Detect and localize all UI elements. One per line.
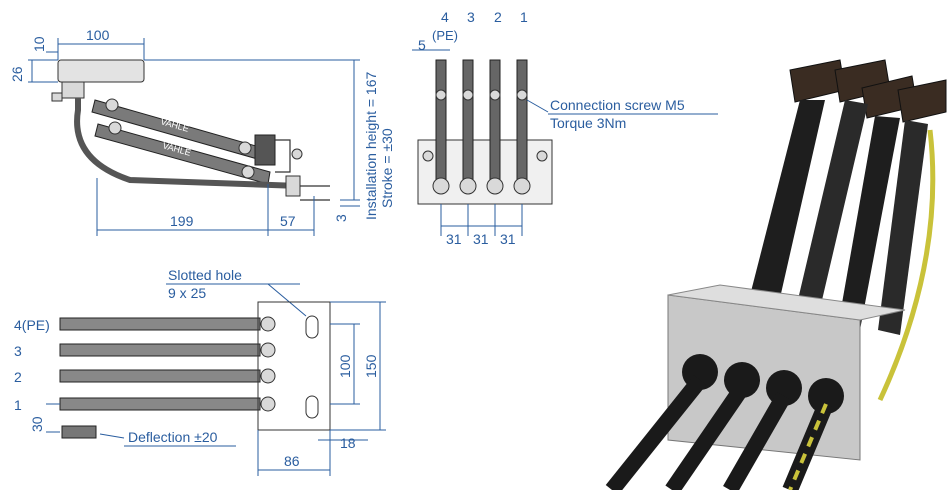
arm-row-3 — [59, 343, 261, 357]
top-view: Slotted hole 9 x 25 4(PE) 3 2 1 Deflecti… — [14, 267, 386, 476]
side-view: VAHLE VAHLE 100 10 26 199 — [9, 27, 395, 236]
spacing-1: 31 — [446, 231, 462, 247]
slotted-hole-label: Slotted hole — [168, 267, 242, 283]
slotted-hole-bottom — [305, 395, 319, 419]
photo-cable-1 — [605, 375, 707, 495]
mounting-plate — [57, 59, 145, 83]
photo-cable-2 — [665, 383, 749, 495]
spacing-3: 31 — [500, 231, 516, 247]
dim-57: 57 — [280, 213, 296, 229]
pole-number-4: 4 — [441, 9, 449, 25]
slotted-hole-size: 9 x 25 — [168, 285, 206, 301]
pole-group — [432, 59, 531, 195]
pivot-1 — [105, 98, 119, 112]
dim-10: 10 — [31, 36, 47, 52]
row-label-1: 1 — [14, 397, 22, 413]
dim-3: 3 — [333, 214, 349, 222]
photo-arm-4 — [878, 120, 928, 335]
head-bolt — [291, 148, 303, 160]
product-photo — [605, 59, 947, 495]
deflection-piece — [61, 425, 97, 439]
dim-26: 26 — [9, 66, 25, 82]
cable-clamp — [285, 175, 301, 197]
dim-100: 100 — [86, 27, 110, 43]
connection-screw-label: Connection screw M5 — [550, 97, 685, 113]
spacing-2: 31 — [473, 231, 489, 247]
photo-bracket-top — [667, 284, 906, 321]
collector-head — [254, 134, 276, 166]
dim-86: 86 — [284, 453, 300, 469]
arm-row-1 — [59, 397, 261, 411]
photo-cable-3 — [723, 392, 791, 494]
photo-arm-2 — [792, 100, 868, 330]
pivot-3 — [238, 141, 252, 155]
row-label-2: 2 — [14, 369, 22, 385]
torque-label: Torque 3Nm — [550, 115, 626, 131]
dim-100b: 100 — [337, 354, 353, 378]
row-label-4pe: 4(PE) — [14, 317, 50, 333]
dim-18: 18 — [340, 435, 356, 451]
earth-wire — [877, 129, 936, 402]
pole-number-1: 1 — [520, 9, 528, 25]
dim-199: 199 — [170, 213, 194, 229]
pe-label: (PE) — [432, 28, 458, 43]
photo-arm-3 — [838, 116, 900, 330]
pivot-4 — [241, 165, 255, 179]
pole-number-2: 2 — [494, 9, 502, 25]
photo-arm-1 — [745, 100, 825, 320]
dim-pe: 5 — [418, 37, 426, 53]
front-view: 4 3 2 1 (PE) 5 Connection screw M5 To — [412, 9, 718, 247]
base-plate — [257, 301, 331, 431]
pivot-2 — [108, 121, 122, 135]
slotted-hole-top — [305, 315, 319, 339]
deflection-label: Deflection ±20 — [128, 429, 218, 445]
bracket-block — [61, 81, 85, 99]
row-label-3: 3 — [14, 343, 22, 359]
dim-150: 150 — [363, 354, 379, 378]
cable — [74, 98, 301, 189]
stroke-label: Stroke = ±30 — [379, 128, 395, 208]
rail-bolt-right — [536, 150, 548, 162]
rail-bolt-left — [422, 150, 434, 162]
arm-row-2 — [59, 369, 261, 383]
pole-number-3: 3 — [467, 9, 475, 25]
bracket-knob — [51, 92, 63, 102]
arm-row-4 — [59, 317, 261, 331]
installation-height-label: Installation height = 167 — [363, 72, 379, 220]
dim-30: 30 — [29, 416, 45, 432]
head-bracket — [275, 139, 291, 173]
shoe-4 — [897, 79, 947, 123]
